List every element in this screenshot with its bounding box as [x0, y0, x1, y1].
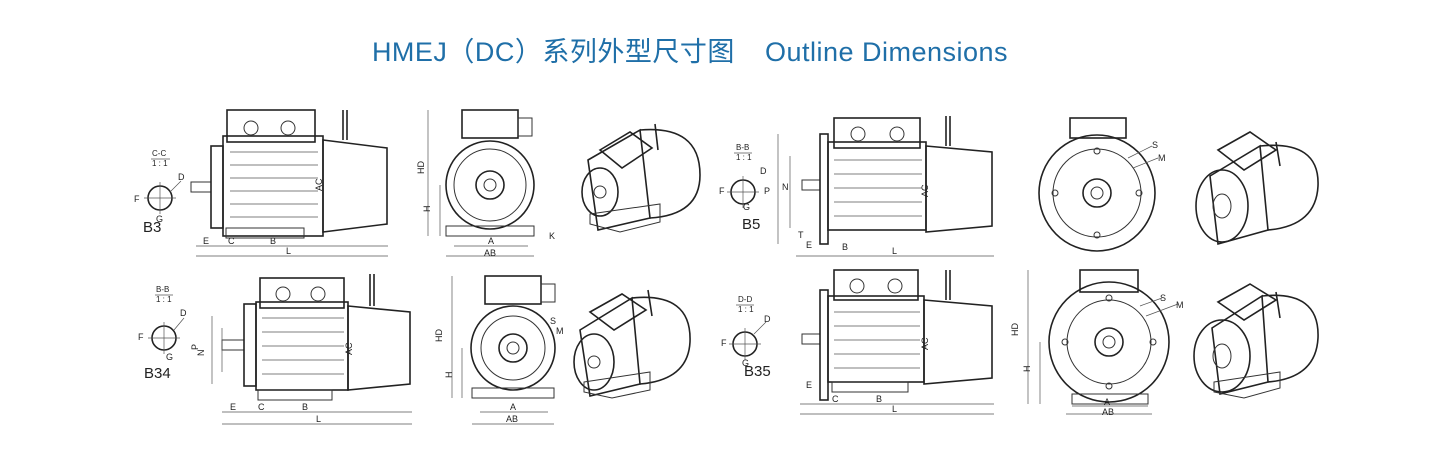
mount-label-b34: B34: [144, 365, 171, 382]
dim-l-b34: L: [316, 414, 321, 424]
mount-label-b5: B5: [742, 216, 760, 233]
dim-p-b5: P: [764, 186, 770, 196]
dim-n-b34: N: [196, 350, 206, 357]
motor-iso-b5: [1195, 131, 1319, 246]
dim-c-b35: C: [832, 394, 839, 404]
dim-n-b5: N: [782, 182, 789, 192]
dim-e-b3: E: [203, 236, 209, 246]
mount-label-b3: B3: [143, 219, 161, 236]
dim-ac-b5: AC: [920, 184, 930, 197]
dim-l-b5: L: [892, 246, 897, 256]
shaft-d-b35: D: [764, 314, 771, 324]
section-label-b5: B-B: [736, 143, 749, 152]
dim-h-b3: H: [422, 206, 432, 213]
motor-iso-b34: [573, 289, 691, 399]
dim-l-b35: L: [892, 404, 897, 414]
view-b3: C-C 1 : 1 F D G B3 AC E C B L: [134, 109, 701, 258]
dim-l-b3: L: [286, 246, 291, 256]
dim-hd-b34: HD: [434, 329, 444, 342]
dim-hd-b3: HD: [416, 161, 426, 174]
dim-s-b34: S: [550, 316, 556, 326]
section-scale-b35: 1 : 1: [738, 305, 754, 314]
mount-label-b35: B35: [744, 363, 771, 380]
dim-h-b35: H: [1022, 366, 1032, 373]
section-label-b3: C-C: [152, 149, 166, 158]
shaft-d-b3: D: [178, 172, 185, 182]
dim-e-b35: E: [806, 380, 812, 390]
shaft-d-b5: D: [760, 166, 767, 176]
view-b5: B-B 1 : 1 F D G B5 N P AC T E B L: [719, 116, 1319, 257]
shaft-d-b34: D: [180, 308, 187, 318]
dim-e-b5: E: [806, 240, 812, 250]
dim-hd-b35: HD: [1010, 323, 1020, 336]
dim-s-b5: S: [1152, 140, 1158, 150]
shaft-f-b35: F: [721, 338, 727, 348]
section-scale-b34: 1 : 1: [156, 295, 172, 304]
shaft-f-b34: F: [138, 332, 144, 342]
dim-a-b34: A: [510, 402, 516, 412]
dim-ac-b34: AC: [344, 342, 354, 355]
dim-ab-b3: AB: [484, 248, 496, 258]
page-title: HMEJ（DC）系列外型尺寸图 Outline Dimensions: [0, 30, 1380, 69]
shaft-g-b34: G: [166, 352, 173, 362]
dim-ab-b35: AB: [1102, 407, 1114, 417]
dim-e-b34: E: [230, 402, 236, 412]
dim-ac-b35: AC: [920, 337, 930, 350]
shaft-g-b3: G: [156, 214, 163, 224]
shaft-g-b35: G: [742, 358, 749, 368]
title-chinese: HMEJ（DC）系列外型尺寸图: [371, 37, 735, 67]
shaft-f-b5: F: [719, 186, 725, 196]
dim-b-b5: B: [842, 242, 848, 252]
dim-a-b35: A: [1104, 397, 1110, 407]
dim-c-b3: C: [228, 236, 235, 246]
dim-a-b3: A: [488, 236, 494, 246]
dim-t-b5: T: [798, 230, 804, 240]
dim-p-b34: P: [190, 344, 200, 350]
section-label-b34: B-B: [156, 285, 169, 294]
dim-h-b34: H: [444, 372, 454, 379]
dim-m-b35: M: [1176, 300, 1184, 310]
motor-iso-b35: [1193, 283, 1319, 399]
motor-iso-b3: [581, 123, 701, 233]
dim-b-b35: B: [876, 394, 882, 404]
dim-k-b3: K: [549, 231, 555, 241]
shaft-f-b3: F: [134, 194, 140, 204]
section-scale-b5: 1 : 1: [736, 153, 752, 162]
dim-b-b3: B: [270, 236, 276, 246]
dim-m-b5: M: [1158, 153, 1166, 163]
dim-b-b34: B: [302, 402, 308, 412]
view-b35: D-D 1 : 1 F D G B35 AC E C B L: [721, 269, 1319, 417]
shaft-g-b5: G: [743, 202, 750, 212]
dim-ab-b34: AB: [506, 414, 518, 424]
section-label-b35: D-D: [738, 295, 752, 304]
title-english: Outline Dimensions: [764, 37, 1009, 67]
view-b34: B-B 1 : 1 F D G B34 P N AC E C B: [138, 274, 691, 425]
dim-c-b34: C: [258, 402, 265, 412]
dim-m-b34: M: [556, 326, 564, 336]
dim-s-b35: S: [1160, 293, 1166, 303]
section-scale-b3: 1 : 1: [152, 159, 168, 168]
dim-ac-b3: AC: [314, 178, 324, 191]
